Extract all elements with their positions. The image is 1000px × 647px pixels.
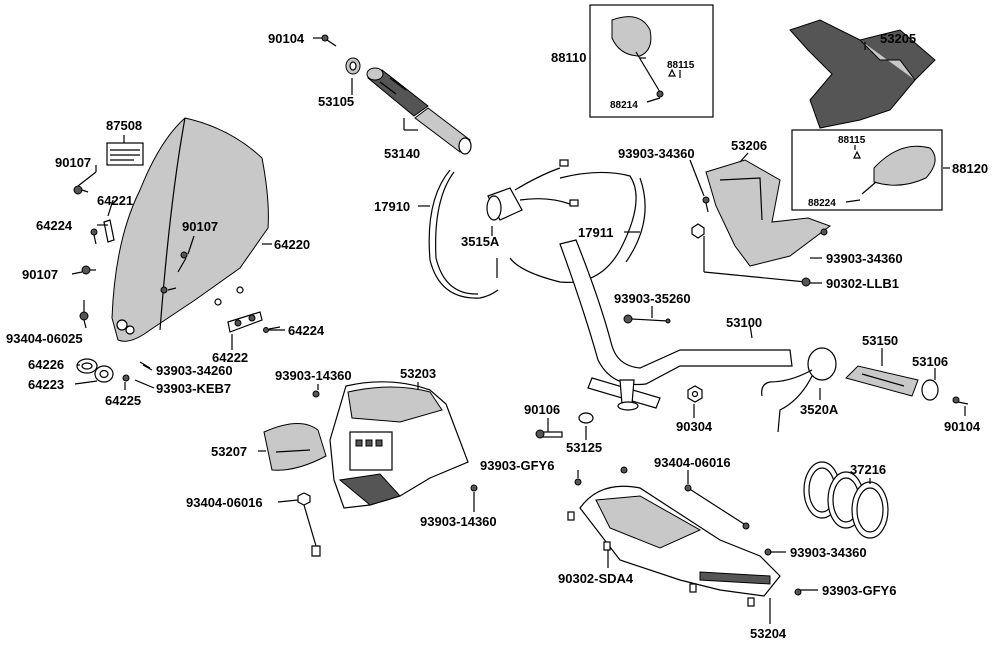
- label-64224: 64224: [36, 218, 73, 233]
- label-90104: 90104: [268, 31, 305, 46]
- label-88120: 88120: [952, 161, 988, 176]
- label-93903-34360: 93903-34360: [790, 545, 867, 560]
- meter-rings-37216: [803, 461, 889, 539]
- label-93404-06025: 93404-06025: [6, 331, 83, 346]
- label-88110: 88110: [551, 50, 586, 65]
- label-53100: 53100: [726, 315, 762, 330]
- label-64220: 64220: [274, 237, 310, 252]
- label-90104: 90104: [944, 419, 981, 434]
- label-93404-06016: 93404-06016: [186, 495, 263, 510]
- decal-87508: [106, 142, 144, 166]
- label-93404-06016: 93404-06016: [654, 455, 731, 470]
- label-53203: 53203: [400, 366, 436, 381]
- switch-3520A: [807, 347, 837, 381]
- right-grip-53150: [845, 365, 919, 397]
- mirror-88120-box: [791, 129, 943, 211]
- label-88115: 88115: [667, 60, 695, 71]
- label-93903-34360: 93903-34360: [618, 146, 695, 161]
- label-53205: 53205: [880, 31, 916, 46]
- label-53207: 53207: [211, 444, 247, 459]
- label-53206: 53206: [731, 138, 767, 153]
- label-93903-35260: 93903-35260: [614, 291, 691, 306]
- label-17911: 17911: [578, 225, 613, 240]
- label-53106: 53106: [912, 354, 948, 369]
- label-90107: 90107: [182, 219, 218, 234]
- label-90107: 90107: [22, 267, 58, 282]
- label-53150: 53150: [862, 333, 898, 348]
- label-93903-34360: 93903-34360: [826, 251, 903, 266]
- left-grip-part: [366, 67, 472, 155]
- label-3515A: 3515A: [461, 234, 500, 249]
- label-93903-GFY6: 93903-GFY6: [822, 583, 896, 598]
- label-93903-14360: 93903-14360: [420, 514, 497, 529]
- label-37216: 37216: [850, 462, 886, 477]
- label-3520A: 3520A: [800, 402, 839, 417]
- cover-53206: [705, 159, 832, 267]
- label-53204: 53204: [750, 626, 787, 641]
- label-64225: 64225: [105, 393, 141, 408]
- label-90302-SDA4: 90302-SDA4: [558, 571, 634, 586]
- label-53140: 53140: [384, 146, 420, 161]
- label-64221: 64221: [97, 193, 133, 208]
- label-88214: 88214: [610, 100, 638, 111]
- label-90302-LLB1: 90302-LLB1: [826, 276, 899, 291]
- label-93903-KEB7: 93903-KEB7: [156, 381, 231, 396]
- label-64226: 64226: [28, 357, 64, 372]
- label-88115: 88115: [838, 135, 866, 146]
- label-93903-14360: 93903-14360: [275, 368, 352, 383]
- label-17910: 17910: [374, 199, 410, 214]
- windscreen-part: [111, 117, 269, 342]
- label-93903-GFY6: 93903-GFY6: [480, 458, 554, 473]
- label-87508: 87508: [106, 118, 142, 133]
- cable-17910: [428, 169, 499, 299]
- label-88224: 88224: [808, 198, 836, 209]
- label-90106: 90106: [524, 402, 560, 417]
- cover-53207: [263, 423, 327, 471]
- leader-lines: [71, 37, 966, 624]
- label-64223: 64223: [28, 377, 64, 392]
- mirror-88110-box: [589, 4, 714, 118]
- label-90304: 90304: [676, 419, 713, 434]
- label-53125: 53125: [566, 440, 602, 455]
- label-53105: 53105: [318, 94, 354, 109]
- label-90107: 90107: [55, 155, 91, 170]
- handlebar-part: [559, 239, 793, 411]
- label-64224: 64224: [288, 323, 325, 338]
- cable-17911: [509, 171, 637, 283]
- label-93903-34260: 93903-34260: [156, 363, 233, 378]
- label-64222: 64222: [212, 350, 248, 365]
